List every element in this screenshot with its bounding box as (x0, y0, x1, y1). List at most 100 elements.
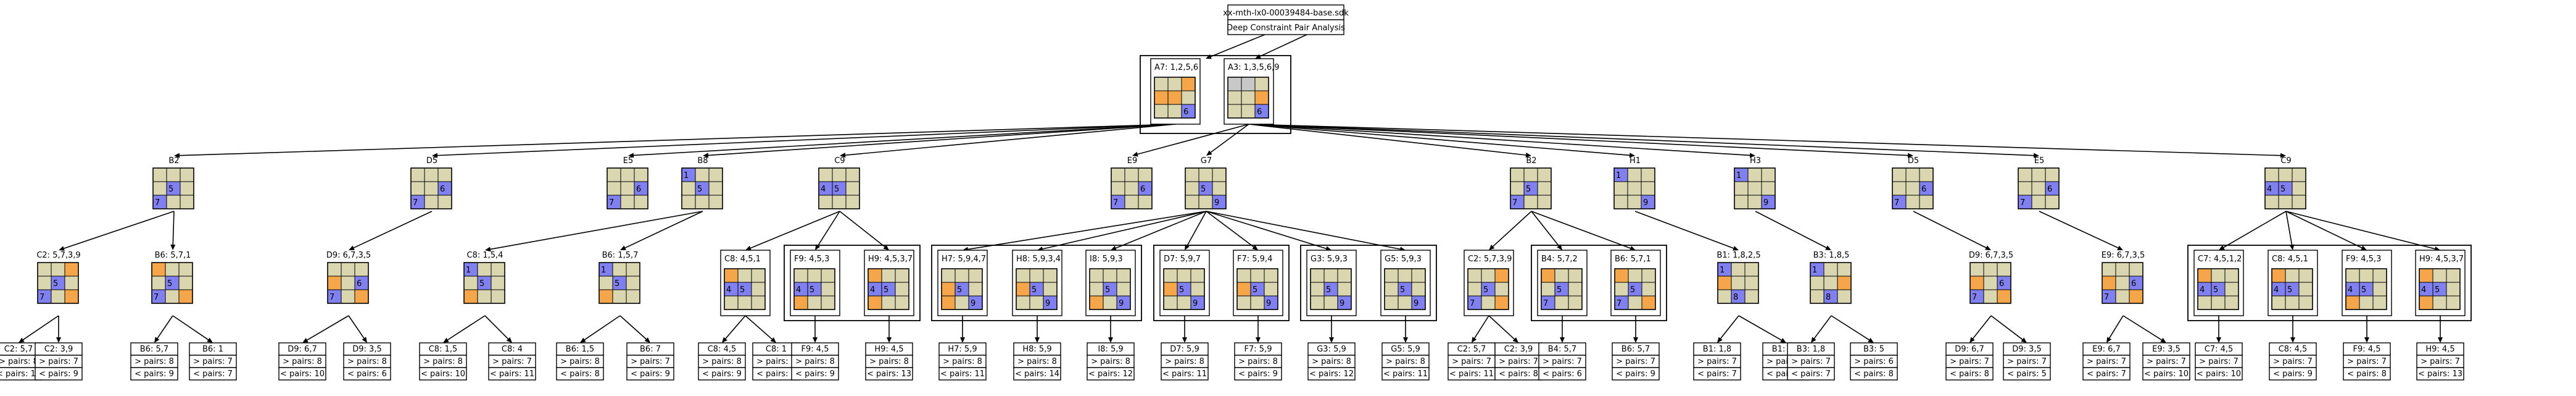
leaf-node[interactable]: B6: 5,7> pairs: 7< pairs: 9 (1612, 342, 1660, 381)
leaf-greater-pairs: > pairs: 8 (869, 357, 909, 366)
tree-edge (1211, 34, 1265, 57)
leaf-node[interactable]: E9: 3,5> pairs: 7< pairs: 10 (2142, 342, 2190, 381)
cell-digit: 5 (1630, 285, 1635, 295)
leaf-node[interactable]: E9: 6,7> pairs: 7< pairs: 7 (2082, 342, 2131, 381)
level2-node[interactable]: E9: 6,7,3,567 (2102, 251, 2145, 304)
leaf-node[interactable]: B6: 7> pairs: 7< pairs: 9 (626, 342, 674, 381)
level2-node[interactable]: D9: 6,7,3,567 (326, 251, 371, 304)
leaf-node[interactable]: D9: 3,5> pairs: 7< pairs: 5 (2003, 342, 2051, 381)
level2-node[interactable]: H7: 5,9,4,759 (937, 250, 988, 316)
leaf-node[interactable]: B1: 1,8> pairs: 7< pairs: 7 (1693, 342, 1741, 381)
leaf-node[interactable]: C8: 4,5> pairs: 7< pairs: 9 (2269, 342, 2317, 381)
leaf-node[interactable]: G5: 5,9> pairs: 8< pairs: 11 (1381, 342, 1430, 381)
leaf-node[interactable]: B6: 5,7> pairs: 8< pairs: 9 (130, 342, 178, 381)
level2-node[interactable]: I8: 5,9,359 (1085, 250, 1136, 316)
leaf-node[interactable]: C8: 4,5> pairs: 8< pairs: 9 (698, 342, 746, 381)
grid-cell (410, 167, 425, 182)
leaf-node[interactable]: C2: 3,9> pairs: 7< pairs: 9 (35, 342, 83, 381)
level2-node[interactable]: B1: 1,8,2,518 (1717, 251, 1761, 304)
leaf-node[interactable]: H7: 5,9> pairs: 8< pairs: 11 (938, 342, 987, 381)
leaf-node[interactable]: D9: 6,7> pairs: 7< pairs: 8 (1945, 342, 1994, 381)
grid-cell (64, 289, 79, 304)
grid-cell (832, 167, 847, 182)
grid-cell (1747, 195, 1762, 209)
leaf-node[interactable]: C2: 5,7> pairs: 8< pairs: 12 (0, 342, 43, 381)
leaf-node[interactable]: C2: 3,9> pairs: 7< pairs: 8 (1494, 342, 1543, 381)
leaf-node[interactable]: D7: 5,9> pairs: 8< pairs: 11 (1161, 342, 1209, 381)
leaf-node[interactable]: C2: 5,7> pairs: 7< pairs: 11 (1447, 342, 1496, 381)
level2-node[interactable]: F7: 5,9,459 (1233, 250, 1283, 316)
grid-cell (2197, 268, 2212, 283)
leaf-node[interactable]: C8: 4> pairs: 7< pairs: 11 (488, 342, 536, 381)
leaf-node[interactable]: B4: 5,7> pairs: 7< pairs: 6 (1538, 342, 1586, 381)
leaf-node[interactable]: G3: 5,9> pairs: 8< pairs: 12 (1307, 342, 1356, 381)
grid-cell (51, 262, 65, 277)
node-label: H1 (1630, 156, 1641, 166)
grid-cell (178, 262, 193, 277)
level2-node[interactable]: B6: 5,7,157 (1610, 250, 1661, 316)
level2-node[interactable]: C2: 5,7,3,957 (1464, 250, 1514, 316)
root-node[interactable]: A3: 1,3,5,6,96 (1224, 58, 1280, 125)
grid-cell (2031, 167, 2046, 182)
level2-node[interactable]: C8: 1,5,415 (463, 251, 505, 304)
level2-node[interactable]: H8: 5,9,3,459 (1012, 250, 1062, 316)
leaf-node[interactable]: F9: 4,5> pairs: 7< pairs: 8 (2343, 342, 2391, 381)
level2-node[interactable]: B6: 5,7,157 (151, 251, 193, 304)
leaf-node[interactable]: I8: 5,9> pairs: 8< pairs: 12 (1087, 342, 1135, 381)
root-node[interactable]: A7: 1,2,5,66 (1150, 58, 1201, 125)
leaf-lesser-pairs: < pairs: 8 (1499, 369, 1538, 379)
leaf-node[interactable]: B6: 1> pairs: 7< pairs: 7 (189, 342, 237, 381)
cell-digit: 8 (1826, 293, 1831, 302)
level2-node[interactable]: D7: 5,9,759 (1159, 250, 1210, 316)
leaf-node[interactable]: D9: 6,7> pairs: 8< pairs: 10 (278, 342, 326, 381)
leaf-greater-pairs: > pairs: 8 (702, 357, 742, 366)
node-label: G3: 5,9,3 (1311, 255, 1348, 264)
grid-border (1163, 268, 1205, 310)
leaf-node[interactable]: C8: 1> pairs: 7< pairs: 7 (752, 342, 800, 381)
grid-cell (1138, 195, 1153, 209)
leaf-node[interactable]: F9: 4,5> pairs: 8< pairs: 9 (791, 342, 839, 381)
level2-node[interactable]: C2: 5,7,3,957 (36, 251, 81, 304)
level2-node[interactable]: G5: 5,9,359 (1380, 250, 1431, 316)
leaf-node[interactable]: C7: 4,5> pairs: 7< pairs: 10 (2195, 342, 2243, 381)
leaf-node[interactable]: B3: 5> pairs: 6< pairs: 8 (1850, 342, 1898, 381)
cell-digit: 7 (1543, 299, 1548, 308)
level2-node[interactable]: B6: 1,5,715 (598, 251, 640, 304)
leaf-node[interactable]: H9: 4,5> pairs: 8< pairs: 13 (865, 342, 913, 381)
level2-node[interactable]: D9: 6,7,3,567 (1969, 251, 2013, 304)
leaf-node[interactable]: B6: 1,5> pairs: 8< pairs: 8 (556, 342, 604, 381)
leaf-node[interactable]: B3: 1,8> pairs: 7< pairs: 7 (1787, 342, 1835, 381)
level2-node[interactable]: B4: 5,7,257 (1537, 250, 1588, 316)
level2-node[interactable]: G3: 5,9,359 (1306, 250, 1357, 316)
cell-digit: 6 (440, 185, 445, 194)
leaf-lesser-pairs: < pairs: 13 (867, 369, 911, 379)
leaf-node[interactable]: D9: 3,5> pairs: 8< pairs: 6 (343, 342, 391, 381)
leaf-node[interactable]: C8: 1,5> pairs: 8< pairs: 10 (419, 342, 467, 381)
leaf-node[interactable]: H8: 5,9> pairs: 8< pairs: 14 (1013, 342, 1061, 381)
tree-edge (1720, 315, 1739, 339)
level2-node[interactable]: B3: 1,8,518 (1810, 251, 1852, 304)
leaf-node[interactable]: F7: 5,9> pairs: 8< pairs: 9 (1234, 342, 1282, 381)
leaf-node[interactable]: H9: 4,5> pairs: 7< pairs: 13 (2416, 342, 2464, 381)
grid-cell (1717, 289, 1732, 304)
